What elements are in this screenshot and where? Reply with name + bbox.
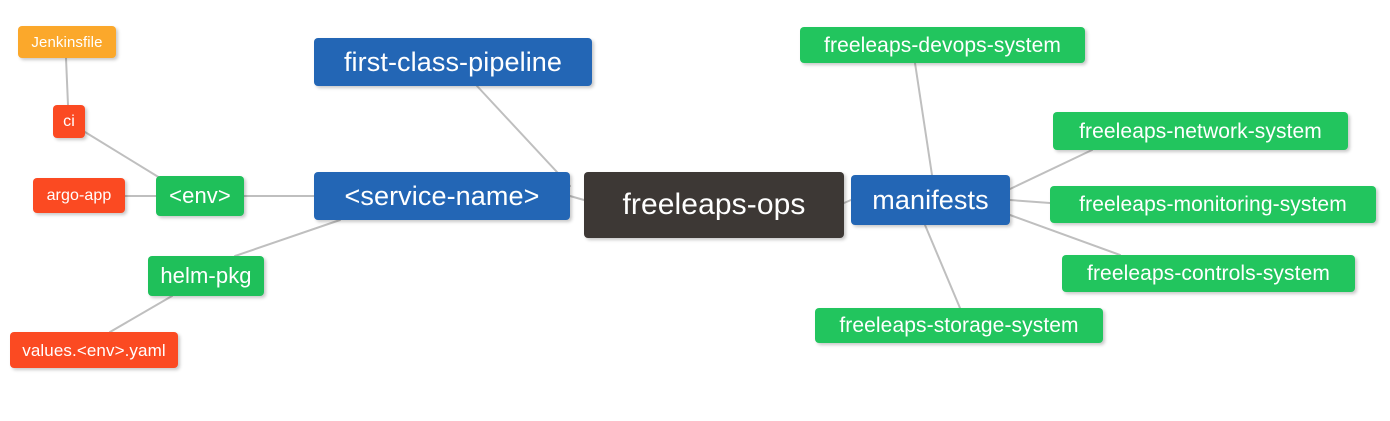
node-freeleaps-controls-system[interactable]: freeleaps-controls-system (1062, 255, 1355, 292)
edge-manifests-network-system (1009, 149, 1093, 190)
node-env-label: <env> (169, 183, 231, 208)
edge-service-name-helm-pkg (234, 219, 341, 257)
node-argo-app[interactable]: argo-app (33, 178, 125, 213)
node-first-class-pipeline[interactable]: first-class-pipeline (314, 38, 592, 86)
node-freeleaps-storage-system[interactable]: freeleaps-storage-system (815, 308, 1103, 343)
node-helm-pkg-label: helm-pkg (160, 263, 252, 288)
node-freeleaps-ops-label: freeleaps-ops (622, 188, 806, 221)
node-freeleaps-devops-system-label: freeleaps-devops-system (824, 33, 1061, 57)
node-values-env-yaml-label: values.<env>.yaml (22, 340, 166, 360)
edge-freeleaps-ops-service-name (569, 195, 585, 201)
edge-manifests-devops-system (914, 62, 933, 176)
node-jenkinsfile-label: Jenkinsfile (31, 33, 103, 51)
node-manifests[interactable]: manifests (851, 175, 1010, 225)
edge-manifests-monitoring-system (1009, 199, 1051, 204)
node-service-name-label: <service-name> (344, 180, 540, 211)
node-freeleaps-network-system[interactable]: freeleaps-network-system (1053, 112, 1348, 150)
edge-helm-pkg-values-yaml (109, 295, 173, 333)
node-freeleaps-monitoring-system[interactable]: freeleaps-monitoring-system (1050, 186, 1376, 223)
node-values-env-yaml[interactable]: values.<env>.yaml (10, 332, 178, 368)
node-service-name[interactable]: <service-name> (314, 172, 570, 220)
node-manifests-label: manifests (872, 184, 989, 215)
edge-env-ci (84, 131, 161, 179)
node-ci[interactable]: ci (53, 105, 85, 138)
node-env[interactable]: <env> (156, 176, 244, 216)
edge-service-name-first-class-pipeline (476, 85, 571, 187)
edge-ci-jenkinsfile (65, 57, 69, 106)
node-freeleaps-devops-system[interactable]: freeleaps-devops-system (800, 27, 1085, 63)
node-jenkinsfile[interactable]: Jenkinsfile (18, 26, 116, 58)
node-freeleaps-storage-system-label: freeleaps-storage-system (839, 314, 1079, 337)
node-freeleaps-ops-root[interactable]: freeleaps-ops (584, 172, 844, 238)
node-freeleaps-monitoring-system-label: freeleaps-monitoring-system (1079, 193, 1347, 216)
node-argo-app-label: argo-app (46, 186, 112, 204)
node-first-class-pipeline-label: first-class-pipeline (343, 46, 563, 77)
node-helm-pkg[interactable]: helm-pkg (148, 256, 264, 296)
node-ci-label: ci (63, 112, 75, 130)
node-freeleaps-network-system-label: freeleaps-network-system (1079, 119, 1322, 143)
edge-freeleaps-ops-manifests (843, 199, 852, 204)
edge-manifests-storage-system (924, 224, 961, 309)
node-freeleaps-controls-system-label: freeleaps-controls-system (1087, 262, 1330, 285)
